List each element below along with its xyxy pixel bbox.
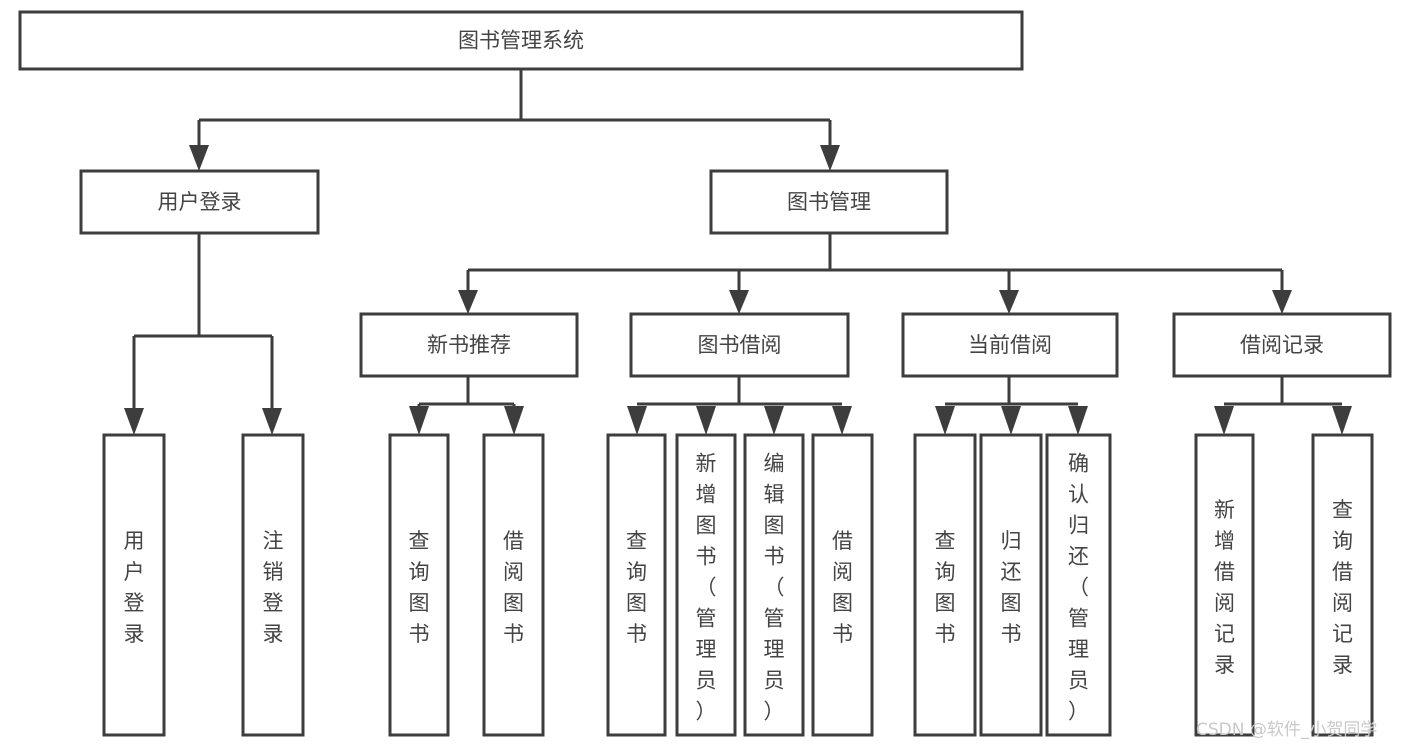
node-borrow-record-box[interactable] [1172, 312, 1392, 378]
node-leaf-query-book-2-box[interactable] [606, 433, 667, 737]
arrow-leaf-query-book-2 [627, 406, 647, 435]
node-leaf-query-record-label: 查询借阅记录 [1332, 498, 1353, 677]
arrow-leaf-logout [262, 408, 282, 435]
node-leaf-add-record-label: 新增借阅记录 [1214, 498, 1235, 677]
node-leaf-add-record[interactable]: 新增借阅记录 [1194, 433, 1255, 737]
node-leaf-query-book-1-box[interactable] [388, 433, 450, 737]
arrow-leaf-add-record [1214, 406, 1234, 435]
arrow-book-borrow [729, 290, 749, 314]
node-current-borrow-box[interactable] [901, 312, 1119, 378]
node-leaf-confirm-return-box[interactable] [1045, 433, 1112, 737]
node-leaf-borrow-book-1-label: 借阅图书 [503, 529, 524, 646]
node-layer: 图书管理系统用户登录图书管理新书推荐图书借阅当前借阅借阅记录用户登录注销登录查询… [18, 10, 1392, 737]
node-current-borrow[interactable]: 当前借阅 [901, 312, 1119, 378]
node-leaf-user-login-label: 用户登录 [124, 529, 145, 646]
node-book-manage-box[interactable] [709, 169, 949, 235]
arrow-leaf-confirm-return [1068, 406, 1088, 435]
node-new-book-rec-box[interactable] [359, 312, 579, 378]
node-title[interactable]: 图书管理系统 [18, 10, 1024, 71]
node-leaf-return-book-box[interactable] [979, 433, 1043, 737]
node-book-borrow-box[interactable] [629, 312, 850, 378]
node-leaf-add-book-label: 新增图书（管理员） [696, 451, 717, 723]
arrow-leaf-return-book [1001, 406, 1021, 435]
arrow-leaf-borrow-book-2 [832, 406, 852, 435]
node-leaf-edit-book-box[interactable] [743, 433, 805, 737]
node-new-book-rec-label: 新书推荐 [427, 333, 511, 357]
arrow-borrow-record [1272, 290, 1292, 314]
node-leaf-add-book[interactable]: 新增图书（管理员） [675, 433, 737, 737]
node-leaf-query-book-3[interactable]: 查询图书 [913, 433, 977, 737]
node-current-borrow-label: 当前借阅 [968, 333, 1052, 357]
arrow-leaf-query-book-3 [935, 406, 955, 435]
arrow-leaf-add-book [696, 406, 716, 435]
node-leaf-query-record-box[interactable] [1311, 433, 1374, 737]
node-user-login[interactable]: 用户登录 [79, 169, 320, 235]
node-book-manage[interactable]: 图书管理 [709, 169, 949, 235]
node-user-login-label: 用户登录 [158, 190, 242, 214]
node-title-label: 图书管理系统 [458, 29, 584, 53]
node-leaf-logout[interactable]: 注销登录 [241, 433, 305, 737]
connector-layer [124, 69, 1352, 435]
node-leaf-query-book-1[interactable]: 查询图书 [388, 433, 450, 737]
node-leaf-user-login-box[interactable] [102, 433, 166, 737]
arrow-leaf-edit-book [764, 406, 784, 435]
node-leaf-edit-book[interactable]: 编辑图书（管理员） [743, 433, 805, 737]
node-book-borrow[interactable]: 图书借阅 [629, 312, 850, 378]
node-leaf-add-book-box[interactable] [675, 433, 737, 737]
node-leaf-edit-book-label: 编辑图书（管理员） [764, 451, 785, 723]
node-title-box[interactable] [18, 10, 1024, 71]
node-leaf-query-book-3-label: 查询图书 [935, 529, 956, 646]
node-borrow-record[interactable]: 借阅记录 [1172, 312, 1392, 378]
node-user-login-box[interactable] [79, 169, 320, 235]
node-leaf-borrow-book-1[interactable]: 借阅图书 [482, 433, 545, 737]
node-leaf-return-book[interactable]: 归还图书 [979, 433, 1043, 737]
node-leaf-query-book-2-label: 查询图书 [626, 529, 647, 646]
arrow-new-book-rec [458, 290, 478, 314]
node-leaf-borrow-book-2-label: 借阅图书 [832, 529, 853, 646]
node-leaf-confirm-return[interactable]: 确认归还（管理员） [1045, 433, 1112, 737]
node-leaf-query-book-2[interactable]: 查询图书 [606, 433, 667, 737]
node-leaf-borrow-book-2-box[interactable] [811, 433, 874, 737]
node-leaf-logout-label: 注销登录 [263, 529, 284, 646]
node-borrow-record-label: 借阅记录 [1240, 333, 1324, 357]
node-leaf-logout-box[interactable] [241, 433, 305, 737]
node-leaf-query-book-1-label: 查询图书 [409, 529, 430, 646]
node-leaf-add-record-box[interactable] [1194, 433, 1255, 737]
node-leaf-query-record[interactable]: 查询借阅记录 [1311, 433, 1374, 737]
node-new-book-rec[interactable]: 新书推荐 [359, 312, 579, 378]
arrow-leaf-query-record [1332, 406, 1352, 435]
arrow-book-manage [820, 145, 840, 171]
watermark-label: CSDN @软件_小贺同学 [1196, 720, 1377, 740]
node-leaf-return-book-label: 归还图书 [1001, 529, 1022, 646]
arrow-leaf-user-login [124, 408, 144, 435]
arrow-leaf-borrow-book-1 [504, 406, 524, 435]
node-leaf-confirm-return-label: 确认归还（管理员） [1068, 451, 1089, 723]
arrow-user-login [189, 145, 209, 171]
node-book-borrow-label: 图书借阅 [698, 333, 782, 357]
node-leaf-query-book-3-box[interactable] [913, 433, 977, 737]
node-book-manage-label: 图书管理 [787, 190, 871, 214]
node-leaf-borrow-book-1-box[interactable] [482, 433, 545, 737]
arrow-current-borrow [999, 290, 1019, 314]
node-leaf-borrow-book-2[interactable]: 借阅图书 [811, 433, 874, 737]
node-leaf-user-login[interactable]: 用户登录 [102, 433, 166, 737]
arrow-leaf-query-book-1 [409, 406, 429, 435]
